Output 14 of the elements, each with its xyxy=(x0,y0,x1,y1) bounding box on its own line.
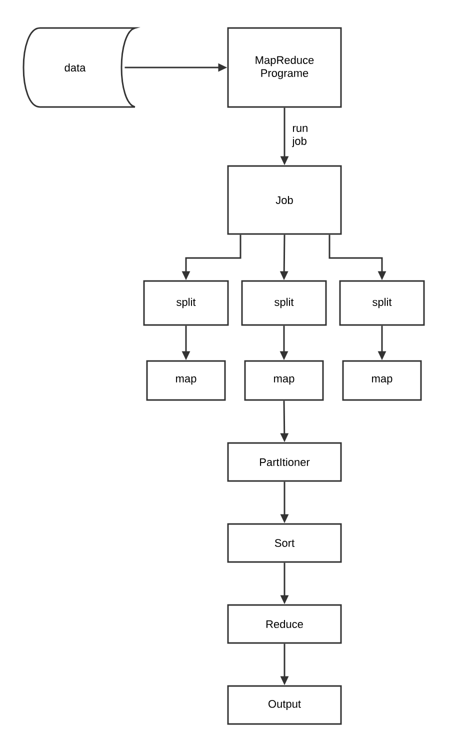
process-box: map xyxy=(342,360,422,401)
process-box: map xyxy=(146,360,226,401)
process-box: Sort xyxy=(227,523,342,563)
data-storage-shape: data xyxy=(22,27,136,108)
process-box: Reduce xyxy=(227,604,342,644)
process-box: split xyxy=(241,280,327,326)
process-box: split xyxy=(339,280,425,326)
process-box: map xyxy=(244,360,324,401)
process-box: PartItioner xyxy=(227,442,342,482)
process-box: MapReduce Programe xyxy=(227,27,342,108)
process-box: split xyxy=(143,280,229,326)
process-box: Output xyxy=(227,685,342,725)
edge-label: run job xyxy=(292,126,308,148)
process-box: Job xyxy=(227,165,342,235)
